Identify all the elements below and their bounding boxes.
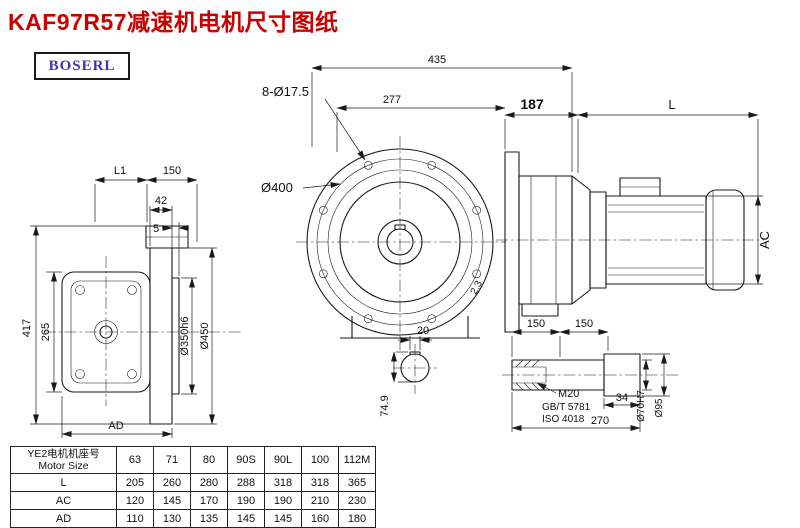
fan-cowl <box>705 189 745 291</box>
dim-74-9: 74.9 <box>379 395 391 416</box>
keyway-detail <box>409 351 421 356</box>
dim-34: 34 <box>616 392 628 404</box>
row-label-AC: AC <box>10 491 117 510</box>
label-bolt-circle-dia: Ø400 <box>261 180 293 195</box>
output-flange-edge <box>149 247 173 425</box>
dim-dia-70h7: Ø70H7 <box>636 390 647 422</box>
dim-417: 417 <box>21 319 33 337</box>
keyway-slot <box>394 224 406 230</box>
dim-20: 20 <box>417 325 429 337</box>
cell-AD-6: 180 <box>338 509 376 528</box>
motor-size-table: YE2电机机座号 Motor Size 63 71 80 90S 90L 100… <box>10 446 376 528</box>
shaft-collar <box>603 353 641 397</box>
thread-label-m20: M20 <box>558 388 579 400</box>
header-size-80: 80 <box>190 446 228 474</box>
side-view: 187 L AC <box>496 96 772 333</box>
cell-AD-1: 130 <box>153 509 191 528</box>
shaft-detail: 150 150 M20 GB/T 5781 ISO 4018 34 270 Ø7… <box>502 318 678 432</box>
dim-150: 150 <box>163 165 181 177</box>
standard-iso-4018: ISO 4018 <box>542 414 585 425</box>
header-size-71: 71 <box>153 446 191 474</box>
left-view: L1 150 42 5 417 265 AD Ø350h6 Ø450 <box>21 165 242 438</box>
dim-L1: L1 <box>114 165 126 177</box>
chamfer-note: 2,3 <box>469 279 485 297</box>
dim-187: 187 <box>520 96 544 112</box>
dim-150b: 150 <box>575 318 593 330</box>
table-row-L: L 205 260 280 288 318 318 365 <box>10 473 376 492</box>
table-row-AC: AC 120 145 170 190 190 210 230 <box>10 491 376 510</box>
header-size-63: 63 <box>116 446 154 474</box>
header-size-112m: 112M <box>338 446 376 474</box>
cell-L-0: 205 <box>116 473 154 492</box>
table-row-AD: AD 110 130 135 145 145 160 180 <box>10 509 376 528</box>
bolt-circle <box>316 158 484 326</box>
dim-dia-95: Ø95 <box>654 398 665 417</box>
flange-outer-circle <box>306 148 494 336</box>
row-label-AD: AD <box>10 509 117 528</box>
front-view: 435 277 8-Ø17.5 Ø400 2,3 <box>261 54 573 350</box>
cell-AD-4: 145 <box>264 509 302 528</box>
header-motor-size-en: Motor Size <box>38 460 89 472</box>
dim-dia-450: Ø450 <box>199 323 211 350</box>
dim-42: 42 <box>155 195 167 207</box>
cell-AC-6: 230 <box>338 491 376 510</box>
cell-AC-3: 190 <box>227 491 265 510</box>
brand-logo-box: BOSERL <box>34 52 130 80</box>
cell-AC-4: 190 <box>264 491 302 510</box>
dim-dia-350h6: Ø350h6 <box>179 316 191 355</box>
cell-L-1: 260 <box>153 473 191 492</box>
row-label-L: L <box>10 473 117 492</box>
cell-L-6: 365 <box>338 473 376 492</box>
dim-AC: AC <box>757 231 772 249</box>
dim-435: 435 <box>428 54 446 66</box>
cell-AD-0: 110 <box>116 509 154 528</box>
shaft-section-detail: 20 74.9 <box>379 325 437 417</box>
flange-side <box>504 151 520 333</box>
dim-L: L <box>668 97 675 112</box>
cell-L-2: 280 <box>190 473 228 492</box>
page-title: KAF97R57减速机电机尺寸图纸 <box>8 9 339 35</box>
header-size-90l: 90L <box>264 446 302 474</box>
dim-277: 277 <box>383 94 401 106</box>
motor-adapter <box>571 175 591 305</box>
dim-270: 270 <box>591 415 609 427</box>
cell-AC-0: 120 <box>116 491 154 510</box>
header-size-90s: 90S <box>227 446 265 474</box>
dim-5: 5 <box>153 223 159 235</box>
flange-spigot-edge <box>171 277 180 395</box>
dim-265: 265 <box>40 323 52 341</box>
standard-gbt-5781: GB/T 5781 <box>542 402 591 413</box>
dim-AD: AD <box>108 420 123 432</box>
label-bolt-holes: 8-Ø17.5 <box>262 84 309 99</box>
cell-AC-2: 170 <box>190 491 228 510</box>
cell-AD-2: 135 <box>190 509 228 528</box>
cell-L-3: 288 <box>227 473 265 492</box>
cell-AD-5: 160 <box>301 509 339 528</box>
header-size-100: 100 <box>301 446 339 474</box>
shaft-bore <box>386 228 414 256</box>
brand-logo-text: BOSERL <box>48 57 116 74</box>
cell-AC-5: 210 <box>301 491 339 510</box>
cell-AD-3: 145 <box>227 509 265 528</box>
header-motor-size: YE2电机机座号 Motor Size <box>10 446 117 474</box>
dim-150a: 150 <box>527 318 545 330</box>
cell-AC-1: 145 <box>153 491 191 510</box>
cell-L-4: 318 <box>264 473 302 492</box>
cell-L-5: 318 <box>301 473 339 492</box>
header-motor-size-cn: YE2电机机座号 <box>27 447 100 460</box>
table-header-row: YE2电机机座号 Motor Size 63 71 80 90S 90L 100… <box>10 446 376 474</box>
